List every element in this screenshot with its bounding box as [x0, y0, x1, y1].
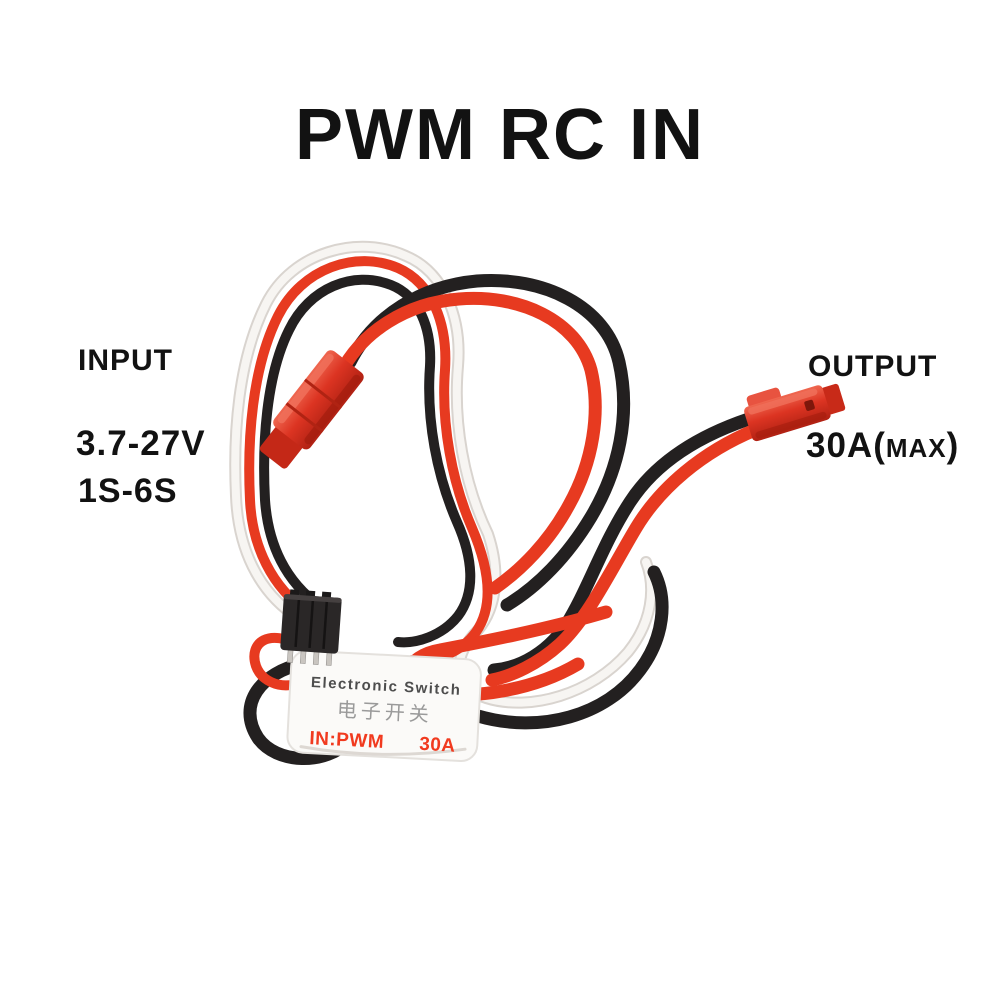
output-connector-shadow — [755, 411, 827, 439]
output-label: OUTPUT — [808, 350, 938, 383]
input-connector-body — [273, 350, 364, 450]
module-spec-input: IN:PWM — [309, 728, 385, 753]
rating-prefix: 30A( — [806, 426, 886, 465]
switch-module: Electronic Switch 电子开关 IN:PWM 30A — [286, 649, 482, 762]
red-servo-wire — [244, 256, 493, 666]
black-input-wire — [343, 273, 631, 612]
input-connector-groove — [304, 378, 343, 410]
output-current-rating: 30A(MAX) — [806, 426, 959, 466]
red-input-wire — [333, 291, 602, 595]
servo-housing-groove — [308, 600, 315, 649]
module-bottom-shadow — [299, 745, 467, 756]
servo-housing-groove — [294, 599, 301, 648]
white-wire — [231, 242, 656, 707]
servo-housing-highlight — [283, 594, 342, 603]
output-connector-highlight — [748, 388, 818, 415]
page-title: PWM RC IN — [295, 95, 705, 175]
output-jst-connector — [744, 383, 846, 442]
rating-suffix: ) — [946, 426, 960, 465]
input-cell-range: 1S-6S — [78, 472, 178, 510]
red-output-wire — [485, 423, 762, 687]
output-connector-hole — [804, 399, 815, 411]
output-connector-latch — [746, 387, 782, 410]
module-spec-current: 30A — [419, 734, 456, 757]
input-jst-connector — [259, 350, 364, 469]
rating-max: MAX — [885, 433, 947, 463]
wire-bundle — [229, 240, 765, 765]
output-connector-body — [744, 385, 831, 442]
module-case — [286, 649, 482, 762]
servo-connector — [280, 589, 342, 666]
input-label: INPUT — [78, 344, 173, 377]
module-name-chinese: 电子开关 — [336, 698, 433, 726]
input-voltage-range: 3.7-27V — [76, 424, 206, 463]
servo-housing-groove — [322, 601, 329, 649]
input-connector-groove — [285, 402, 324, 433]
black-right-loop — [471, 565, 669, 730]
